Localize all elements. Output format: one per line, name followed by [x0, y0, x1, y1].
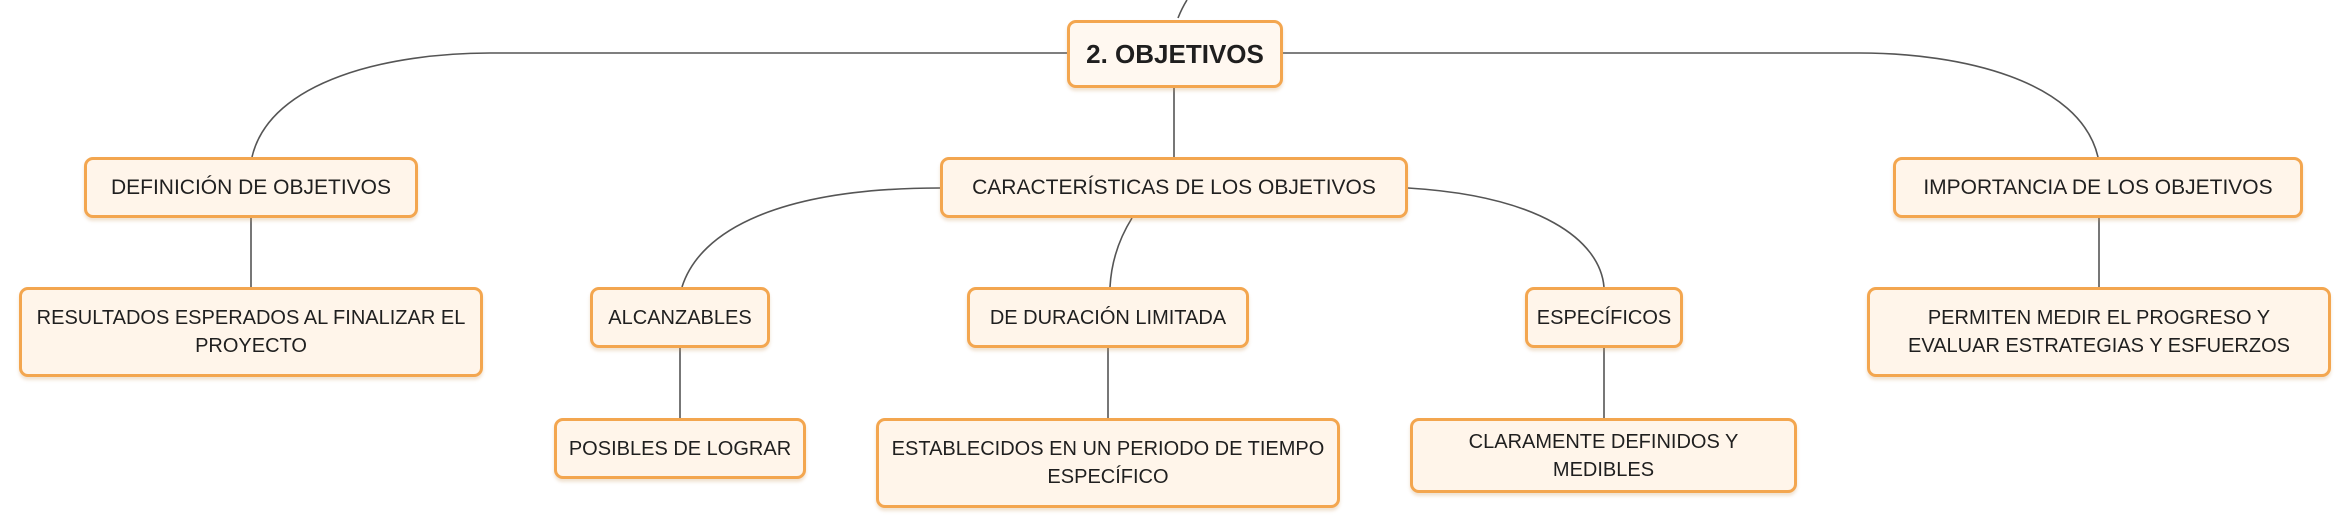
- leaf-node-resultados[interactable]: RESULTADOS ESPERADOS AL FINALIZAR EL PRO…: [19, 287, 483, 377]
- leaf-node-label: CLARAMENTE DEFINIDOS Y MEDIBLES: [1468, 430, 1739, 481]
- leaf-node-posibles[interactable]: POSIBLES DE LOGRAR: [554, 418, 806, 479]
- sub-node-label: ALCANZABLES: [608, 306, 752, 329]
- leaf-node-establecidos[interactable]: ESTABLECIDOS EN UN PERIODO DE TIEMPO ESP…: [876, 418, 1340, 508]
- root-node-label: 2. OBJETIVOS: [1086, 39, 1264, 69]
- leaf-node-permiten[interactable]: PERMITEN MEDIR EL PROGRESO Y EVALUAR EST…: [1867, 287, 2331, 377]
- leaf-node-label: RESULTADOS ESPERADOS AL FINALIZAR EL PRO…: [36, 307, 466, 357]
- connector-caracteristicas-alcanzables: [681, 187, 941, 288]
- branch-node-label: IMPORTANCIA DE LOS OBJETIVOS: [1923, 175, 2273, 199]
- connector-caracteristicas-duracion: [1109, 217, 1133, 288]
- sub-node-especificos[interactable]: ESPECÍFICOS: [1525, 287, 1683, 348]
- connector-root-importancia: [1283, 52, 2099, 158]
- leaf-node-label: ESTABLECIDOS EN UN PERIODO DE TIEMPO ESP…: [891, 438, 1325, 488]
- sub-node-duracion[interactable]: DE DURACIÓN LIMITADA: [967, 287, 1249, 348]
- branch-node-label: DEFINICIÓN DE OBJETIVOS: [110, 175, 392, 199]
- branch-node-importancia[interactable]: IMPORTANCIA DE LOS OBJETIVOS: [1893, 157, 2303, 218]
- sub-node-label: ESPECÍFICOS: [1536, 306, 1672, 329]
- leaf-node-label: PERMITEN MEDIR EL PROGRESO Y EVALUAR EST…: [1908, 307, 2290, 357]
- connector-caracteristicas-especificos: [1407, 187, 1605, 288]
- branch-node-caracteristicas[interactable]: CARACTERÍSTICAS DE LOS OBJETIVOS: [940, 157, 1408, 218]
- branch-node-label: CARACTERÍSTICAS DE LOS OBJETIVOS: [972, 175, 1376, 199]
- connector-parent-stub: [1177, 0, 1188, 19]
- leaf-node-claramente[interactable]: CLARAMENTE DEFINIDOS Y MEDIBLES: [1410, 418, 1797, 493]
- sub-node-alcanzables[interactable]: ALCANZABLES: [590, 287, 770, 348]
- connector-root-definicion: [251, 52, 1067, 158]
- leaf-node-label: POSIBLES DE LOGRAR: [568, 437, 792, 460]
- branch-node-definicion[interactable]: DEFINICIÓN DE OBJETIVOS: [84, 157, 418, 218]
- root-node[interactable]: 2. OBJETIVOS: [1067, 20, 1283, 88]
- sub-node-label: DE DURACIÓN LIMITADA: [989, 306, 1227, 329]
